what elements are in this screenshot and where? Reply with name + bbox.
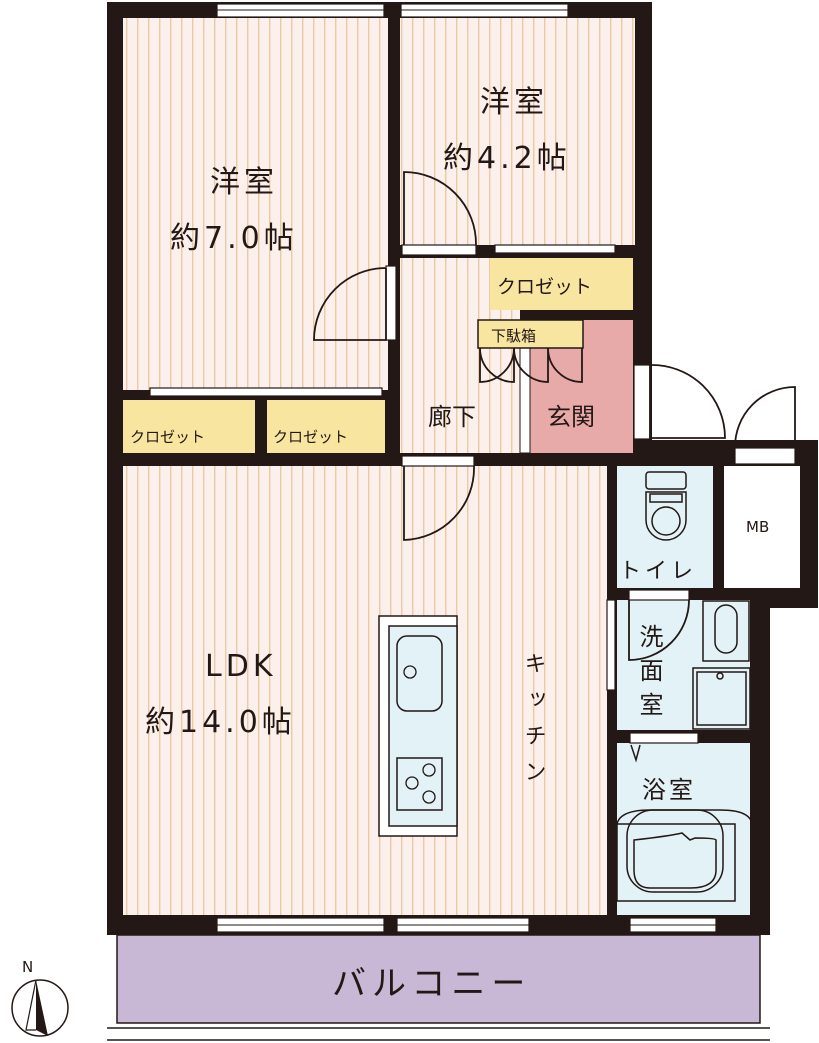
washbasin-icon [692,600,751,730]
bathtub-icon [616,744,753,902]
toilet-room [617,466,713,588]
shoe-box-label: 下駄箱 [491,327,536,345]
closet-right [490,258,633,310]
room-name: LDK [205,649,277,684]
toilet-icon [645,471,687,541]
closet-label: クロゼット [497,276,592,298]
step-edge [519,347,531,454]
sink-icon [396,635,443,712]
bathroom-label: 浴室 [642,776,696,804]
compass-icon: N [11,958,69,1037]
toilet-label: トイレ [619,559,697,584]
doors [313,171,796,744]
room-western-small [400,18,635,245]
balcony-label: バルコニー [332,964,531,1004]
closet-rail [149,387,383,397]
windows [216,3,717,933]
corridor-label: 廊下 [428,403,476,431]
kitchen-counter [378,615,458,837]
shoe-box [477,319,584,349]
closet-label: クロゼット [273,428,348,446]
closet-left-1 [123,400,255,453]
room-western-large [123,18,388,390]
kitchen-label: キッチン [521,652,546,796]
room-size: 約4.2帖 [443,141,571,176]
entrance-label: 玄関 [547,403,595,431]
stove-icon [396,757,443,811]
washroom [617,600,750,730]
room-name: 洋室 [210,165,278,200]
room-name: 洋室 [480,85,548,120]
closet-left-2 [267,400,385,453]
closet-label: クロゼット [130,428,205,446]
compass-north-label: N [22,958,33,976]
closet-rail [494,244,616,254]
washroom-label: 洗面室 [635,624,663,726]
meter-box-label: MB [746,518,769,536]
room-size: 約7.0帖 [170,221,298,256]
meter-box [724,466,800,588]
room-ldk [123,466,607,915]
bathroom [617,743,750,915]
balcony [116,934,761,1024]
room-size: 約14.0帖 [145,705,296,740]
